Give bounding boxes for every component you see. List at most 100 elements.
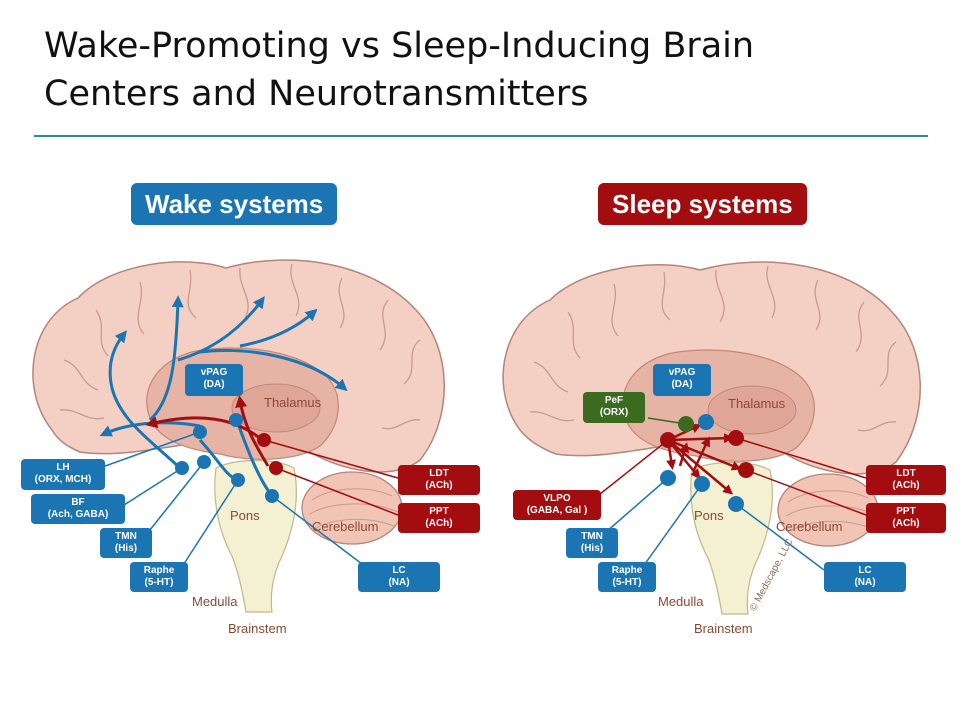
tmn-name: TMN [115, 531, 137, 542]
ppt-leader [745, 469, 867, 516]
bf-label: BF (Ach, GABA) [31, 494, 125, 524]
ppt-nucleus [269, 461, 283, 475]
tmn-label: TMN (His) [566, 528, 618, 558]
raphe-name: Raphe [143, 565, 175, 576]
vpag-nt: (DA) [671, 379, 693, 390]
sleep-brain-illustration [502, 261, 921, 615]
lc-leader [271, 495, 371, 571]
raphe-nucleus [694, 476, 710, 492]
lh-nt: (ORX, MCH) [34, 474, 92, 485]
lh-name: LH [56, 462, 70, 473]
pef-nucleus [678, 416, 694, 432]
thalamus [231, 383, 321, 433]
pef-name: PeF [604, 395, 624, 406]
lc-leader [735, 503, 825, 571]
tmn-nt: (His) [580, 543, 604, 554]
brainstem-label: Brainstem [228, 621, 287, 636]
ach-pathway-upper [235, 395, 270, 467]
raphe-leader [179, 479, 239, 571]
vpag-label: vPAG (DA) [653, 364, 711, 396]
brainstem [690, 461, 773, 615]
ppt-leader [275, 467, 399, 516]
bf-nucleus [175, 461, 189, 475]
ldt-nt: (ACh) [892, 480, 920, 491]
tmn-label: TMN (His) [100, 528, 152, 558]
ppt-nucleus [738, 462, 754, 478]
bf-name: BF [71, 497, 85, 508]
vlpo-nucleus [660, 432, 676, 448]
vlpo-name: VLPO [543, 493, 571, 504]
sleep-systems-heading: Sleep systems [598, 183, 807, 225]
vlpo-to-lc [667, 439, 734, 495]
ldt-nucleus [728, 430, 744, 446]
lc-name: LC [392, 565, 406, 576]
lc-nucleus [265, 489, 279, 503]
ascending-pathway-frontal [148, 295, 184, 422]
vlpo-to-ldt [667, 433, 734, 444]
vpag-nucleus [229, 413, 243, 427]
ascending-pathway-parietal [239, 308, 318, 348]
vpag-name: vPAG [200, 367, 228, 378]
title-line-2: Centers and Neurotransmitters [44, 74, 589, 114]
ppt-name: PPT [429, 506, 449, 517]
thalamus-label: Thalamus [264, 395, 322, 410]
lh-nucleus [193, 425, 207, 439]
vpag-nucleus [698, 414, 714, 430]
tmn-leader [141, 461, 205, 541]
vlpo-leader [599, 439, 669, 495]
tmn-name: TMN [581, 531, 603, 542]
ach-to-pef [692, 436, 710, 471]
bf-nt: (Ach, GABA) [47, 509, 109, 520]
raphe-label: Raphe (5-HT) [130, 562, 188, 592]
lh-leader [93, 431, 201, 471]
ldt-leader [263, 439, 399, 479]
lh-label: LH (ORX, MCH) [21, 459, 105, 490]
raphe-nt: (5-HT) [144, 577, 174, 588]
lc-name: LC [858, 565, 872, 576]
brainstem [214, 459, 297, 613]
vpag-nt: (DA) [203, 379, 225, 390]
lc-nt: (NA) [388, 577, 410, 588]
ppt-label: PPT (ACh) [866, 503, 946, 533]
ppt-name: PPT [896, 506, 916, 517]
ldt-name: LDT [896, 468, 916, 479]
vlpo-nt: (GABA, Gal ) [526, 505, 588, 516]
title-line-1: Wake-Promoting vs Sleep-Inducing Brain [44, 26, 755, 66]
pons-label: Pons [230, 508, 260, 523]
cerebellum-label: Cerebellum [312, 519, 379, 534]
tmn-nucleus [660, 470, 676, 486]
pef-label: PeF (ORX) [583, 392, 645, 423]
ldt-nucleus [257, 433, 271, 447]
medulla-label: Medulla [658, 594, 704, 609]
ldt-label: LDT (ACh) [398, 465, 480, 495]
wake-systems-heading: Wake systems [131, 183, 338, 225]
ldt-label: LDT (ACh) [866, 465, 946, 495]
ldt-nt: (ACh) [425, 480, 453, 491]
pons-label: Pons [694, 508, 724, 523]
vlpo-label: VLPO (GABA, Gal ) [513, 490, 601, 520]
ach-to-vlpo [678, 442, 690, 467]
cerebellum-label: Cerebellum [776, 519, 843, 534]
raphe-label: Raphe (5-HT) [598, 562, 656, 592]
lc-label: LC (NA) [824, 562, 906, 592]
ppt-nt: (ACh) [425, 518, 453, 529]
pef-nt: (ORX) [599, 407, 629, 418]
lc-nt: (NA) [854, 577, 876, 588]
tmn-leader [605, 477, 669, 533]
raphe-nt: (5-HT) [612, 577, 642, 588]
thalamus-label: Thalamus [728, 396, 786, 411]
ldt-name: LDT [429, 468, 449, 479]
title-divider [34, 135, 928, 137]
raphe-name: Raphe [611, 565, 643, 576]
vpag-name: vPAG [668, 367, 696, 378]
ascending-pathway-posterior [199, 349, 348, 392]
wake-panel: Wake systems Thalamus Pons Cerebellum Me… [21, 183, 480, 636]
medulla-label: Medulla [192, 594, 238, 609]
ppt-nt: (ACh) [892, 518, 920, 529]
raphe-nucleus [231, 473, 245, 487]
vpag-label: vPAG (DA) [185, 364, 243, 396]
slide-title: Wake-Promoting vs Sleep-Inducing Brain C… [44, 22, 924, 118]
ppt-label: PPT (ACh) [398, 503, 480, 533]
lc-nucleus [728, 496, 744, 512]
ascending-pathway-dorsal [177, 296, 265, 362]
